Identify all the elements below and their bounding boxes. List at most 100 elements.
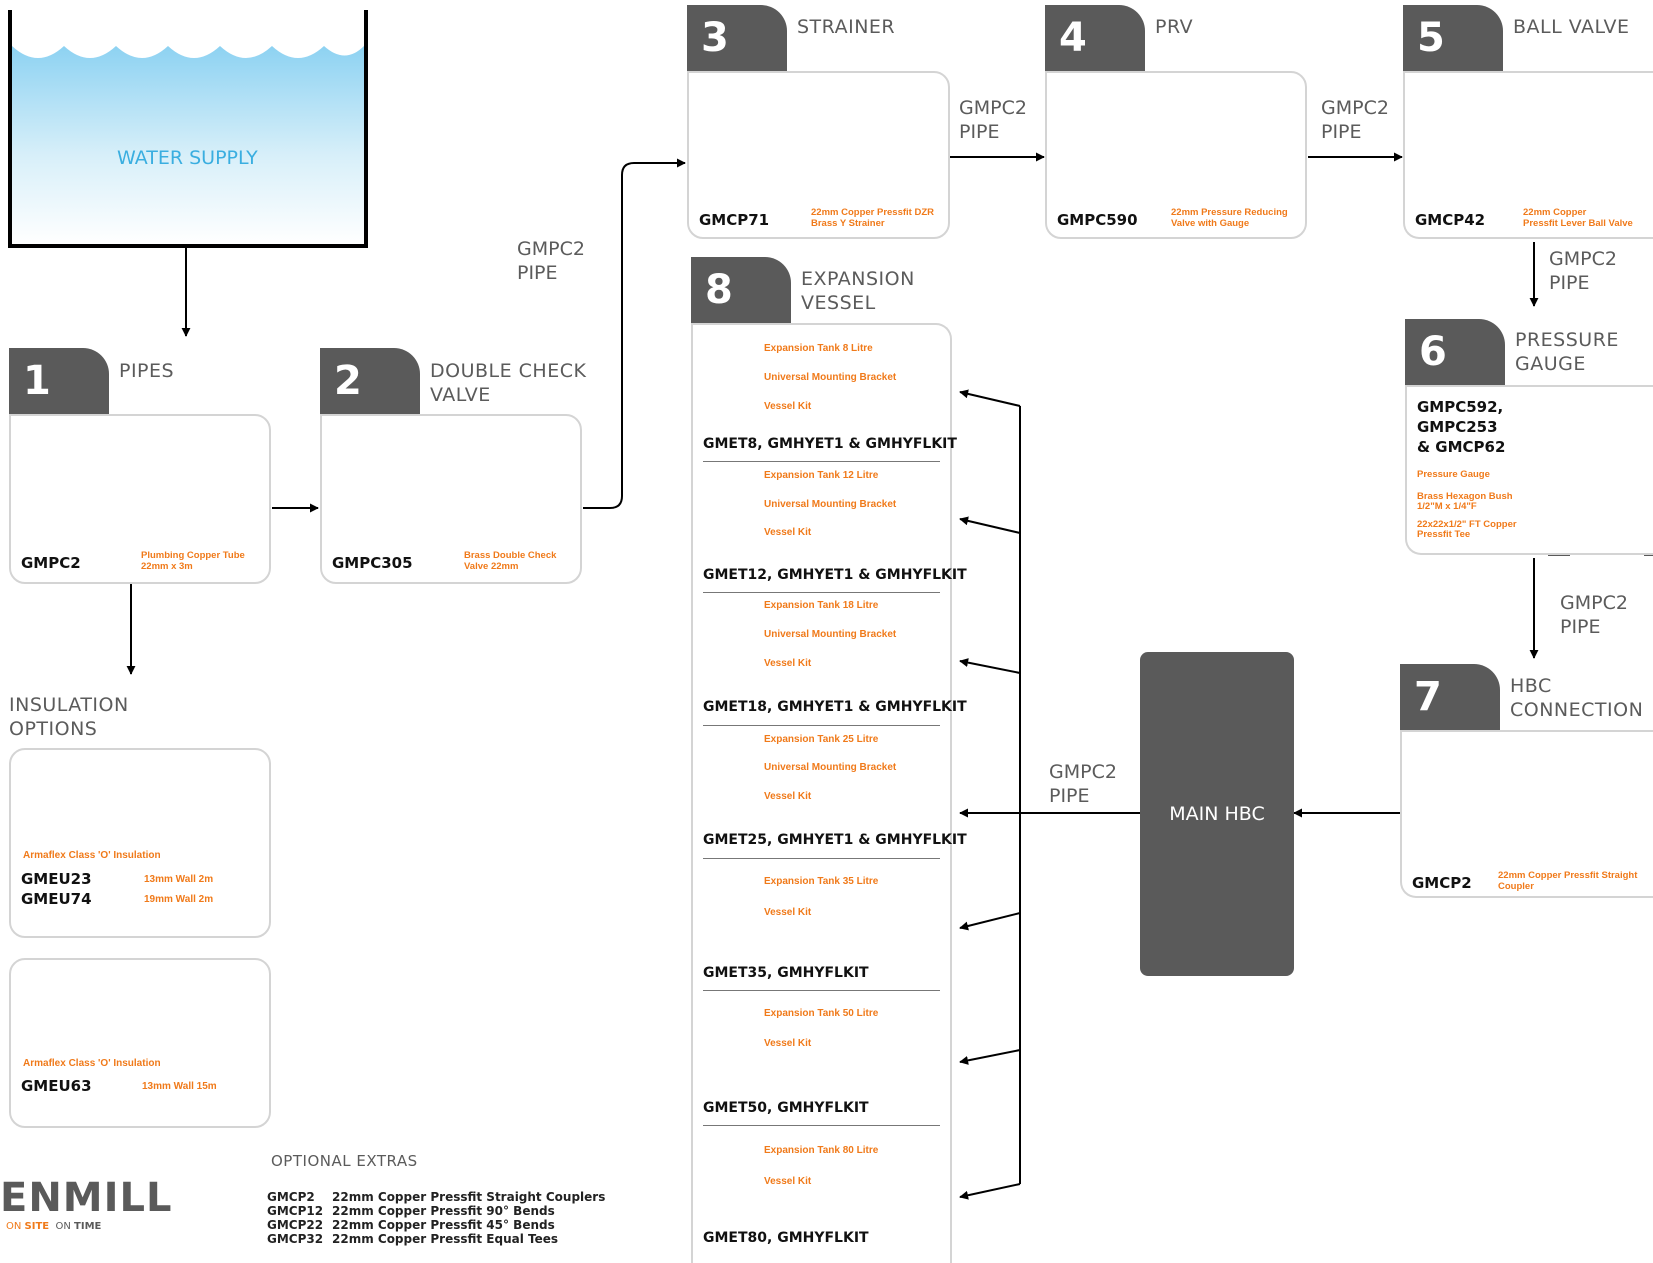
step-3-code: GMCP71 xyxy=(699,211,770,229)
step-6-tab: 6 xyxy=(1405,319,1505,385)
step-2-title-line2: VALVE xyxy=(430,384,491,406)
optional-extra-desc: 22mm Copper Pressfit 45° Bends xyxy=(332,1218,555,1232)
optional-extras-title: OPTIONAL EXTRAS xyxy=(271,1152,418,1170)
logo-tagline: ON SITE ON TIME xyxy=(6,1220,172,1234)
vessel-1-item-1: Universal Mounting Bracket xyxy=(764,499,897,510)
step-7-title-line1: HBC xyxy=(1510,675,1552,697)
step-4-desc-line2: Valve with Gauge xyxy=(1171,218,1250,229)
step-3-tab: 3 xyxy=(687,5,787,71)
step-7-desc-line2: Coupler xyxy=(1498,881,1534,892)
step-4-title: PRV xyxy=(1155,16,1194,38)
pipe-label-6-7-line2: PIPE xyxy=(1560,616,1601,638)
step-8-tab: 8 xyxy=(691,257,791,323)
step-8-card: Expansion Tank 8 Litre Universal Mountin… xyxy=(691,323,967,1263)
vessel-4-item-0: Expansion Tank 35 Litre xyxy=(764,876,879,887)
step-6-title-line2: GAUGE xyxy=(1515,353,1586,375)
optional-extra-row: GMCP32 22mm Copper Pressfit Equal Tees xyxy=(267,1232,558,1246)
step-6-code-line3: & GMCP62 xyxy=(1417,438,1506,456)
vessel-4-item-1: Vessel Kit xyxy=(764,907,812,918)
step-2-title-line1: DOUBLE CHECK xyxy=(430,360,587,382)
logo-wordmark: ENMILL xyxy=(0,1175,173,1221)
logo-tag-on-2: ON xyxy=(55,1221,71,1232)
vessel-2-item-1: Universal Mounting Bracket xyxy=(764,629,897,640)
vessel-6-item-0: Expansion Tank 80 Litre xyxy=(764,1145,879,1156)
optional-extra-code: GMCP32 xyxy=(267,1232,324,1246)
step-6-item-4: Pressfit Tee xyxy=(1417,529,1471,540)
water-tank xyxy=(8,10,368,248)
main-hbc-block: MAIN HBC xyxy=(1140,652,1294,976)
step-5-title: BALL VALVE xyxy=(1513,16,1630,38)
step-6-item-1: Brass Hexagon Bush xyxy=(1417,491,1513,502)
step-8-title-line2: VESSEL xyxy=(801,292,876,314)
step-2-code: GMPC305 xyxy=(332,554,413,572)
logo-tag-time: TIME xyxy=(74,1221,102,1232)
insulation-card-1-code-0: GMEU23 xyxy=(21,870,92,888)
step-5-desc-line1: 22mm Copper xyxy=(1523,207,1587,218)
vessel-3-item-2: Vessel Kit xyxy=(764,791,812,802)
insulation-card-2-code-0: GMEU63 xyxy=(21,1077,92,1095)
vessel-1-item-2: Vessel Kit xyxy=(764,527,812,538)
water-supply-label: WATER SUPPLY xyxy=(117,147,258,169)
step-1-desc-line1: Plumbing Copper Tube xyxy=(141,550,245,561)
insulation-card-1-spec-0: 13mm Wall 2m xyxy=(144,874,214,885)
pipe-label-5-6-line1: GMPC2 xyxy=(1549,248,1617,270)
vessel-6-item-1: Vessel Kit xyxy=(764,1176,812,1187)
step-6-code-line1: GMPC592, xyxy=(1417,398,1504,416)
step-8-number: 8 xyxy=(705,267,733,313)
vessel-0-item-1: Universal Mounting Bracket xyxy=(764,372,897,383)
pipe-label-4-5-line1: GMPC2 xyxy=(1321,97,1389,119)
pipe-label-5-6-line2: PIPE xyxy=(1549,272,1590,294)
main-hbc-label: MAIN HBC xyxy=(1169,803,1265,825)
vessel-2-item-2: Vessel Kit xyxy=(764,658,812,669)
vessel-5-item-0: Expansion Tank 50 Litre xyxy=(764,1008,879,1019)
step-3-number: 3 xyxy=(701,15,729,61)
optional-extra-desc: 22mm Copper Pressfit Equal Tees xyxy=(332,1232,559,1246)
step-6-item-0: Pressure Gauge xyxy=(1417,469,1490,480)
step-5-number: 5 xyxy=(1417,15,1445,61)
step-7-tab: 7 xyxy=(1400,664,1500,730)
pipe-label-hbc-vessels-line2: PIPE xyxy=(1049,785,1090,807)
step-3-title: STRAINER xyxy=(797,16,896,38)
pipe-label-4-5-line2: PIPE xyxy=(1321,121,1362,143)
step-6-item-3: 22x22x1/2" FT Copper xyxy=(1417,519,1517,530)
pipe-label-2-3-line1: GMPC2 xyxy=(517,238,585,260)
vessel-separator-1 xyxy=(703,592,940,593)
company-logo: ENMILL ON SITE ON TIME xyxy=(0,1176,172,1234)
optional-extra-desc: 22mm Copper Pressfit Straight Couplers xyxy=(332,1190,606,1204)
pipe-label-hbc-vessels-line1: GMPC2 xyxy=(1049,761,1117,783)
vessel-5-codes: GMET50, GMHYFLKIT xyxy=(703,1100,869,1116)
vessel-0-codes: GMET8, GMHYET1 & GMHYFLKIT xyxy=(703,436,957,452)
vessel-3-item-0: Expansion Tank 25 Litre xyxy=(764,734,879,745)
pipe-label-2-3-line2: PIPE xyxy=(517,262,558,284)
arrow-dcv-to-strainer xyxy=(583,158,686,509)
vessel-separator-4 xyxy=(703,990,940,991)
logo-tag-site: SITE xyxy=(24,1221,50,1232)
optional-extra-desc: 22mm Copper Pressfit 90° Bends xyxy=(332,1204,555,1218)
step-7-code: GMCP2 xyxy=(1412,874,1472,892)
step-7-number: 7 xyxy=(1414,674,1442,720)
step-6-number: 6 xyxy=(1419,329,1447,375)
step-5-tab: 5 xyxy=(1403,5,1503,71)
step-7-desc-line1: 22mm Copper Pressfit Straight xyxy=(1498,870,1638,881)
vessel-3-item-1: Universal Mounting Bracket xyxy=(764,762,897,773)
insulation-title-line2: OPTIONS xyxy=(9,718,98,740)
